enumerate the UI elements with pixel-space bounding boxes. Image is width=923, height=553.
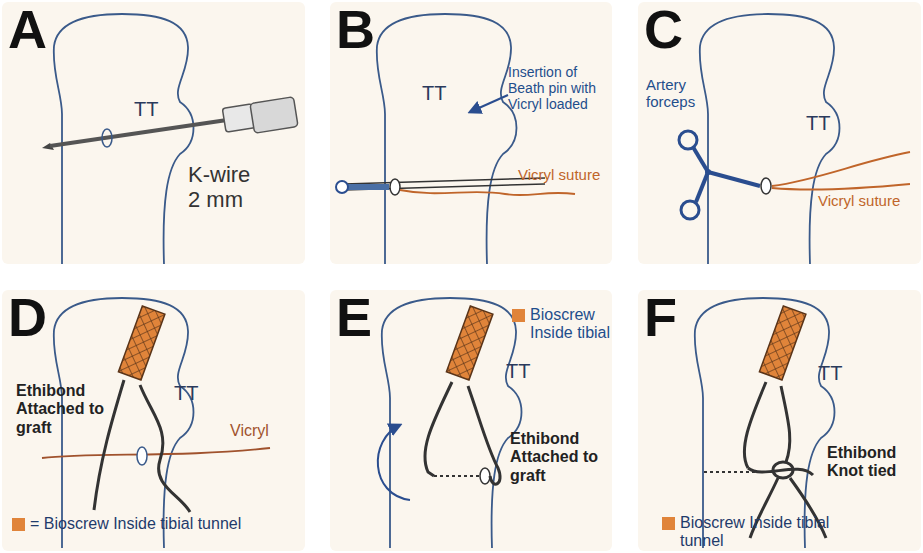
vicryl-suture <box>42 448 270 458</box>
text-slot: TT <box>134 98 158 121</box>
suture-label: Vicryl suture <box>518 166 600 183</box>
panel-ground <box>638 290 921 551</box>
vicryl-suture <box>400 190 575 195</box>
panel-letter: C <box>644 2 683 56</box>
step-note: Insertion of Beath pin with Vicryl loade… <box>508 64 608 112</box>
text-slot: K-wire 2 mm <box>188 162 260 213</box>
pointer-arrow <box>470 95 508 112</box>
region-label: TT <box>174 382 198 405</box>
suture-label: Vicryl suture <box>818 192 900 209</box>
step-panel: D Ethibond Attached to graft TT Vicryl <box>2 290 305 551</box>
region-label: TT <box>422 82 446 105</box>
legend-entry: = Bioscrew Inside tibial tunnel <box>12 515 241 533</box>
panel-ground <box>330 290 612 551</box>
step-panel: F TT Ethibond Knot tied <box>638 290 921 551</box>
ethibond-suture <box>468 386 500 484</box>
suture-label: Ethibond Attached to graft <box>16 382 111 437</box>
legend-entry: Bioscrew Inside tibial tunnel <box>662 514 852 551</box>
tibia-outline <box>54 298 194 548</box>
region-label: TT <box>806 112 830 135</box>
legend-text: Bioscrew Inside tibial <box>530 306 612 343</box>
vicryl-suture <box>772 184 910 190</box>
text-slot: B <box>336 2 375 56</box>
direction-arrow <box>378 425 410 500</box>
step-panel: A TT K-wire 2 mm <box>2 2 305 264</box>
region-label: TT <box>134 98 158 121</box>
panel-ground <box>330 2 612 264</box>
vicryl-suture <box>772 152 910 186</box>
text-slot: Artery forceps <box>646 76 716 111</box>
tibia-outline <box>377 14 517 264</box>
text-slot: Ethibond Attached to graft <box>510 430 608 485</box>
artery-forceps <box>679 131 760 219</box>
step-panel: B TT Insertion of Beath pin with Vicryl lo… <box>330 2 612 264</box>
text-slot: Vicryl suture <box>818 192 900 209</box>
text-slot: Vicryl suture <box>518 166 600 183</box>
ethibond-suture <box>781 386 790 462</box>
tibia-outline <box>700 14 840 264</box>
legend-swatch <box>512 309 525 322</box>
tibia-outline <box>382 298 522 548</box>
panel-letter: D <box>8 290 47 344</box>
panel-letter: F <box>644 290 677 344</box>
bioscrew <box>759 306 805 380</box>
text-slot: D <box>8 290 47 344</box>
tunnel-hole <box>137 447 147 465</box>
tunnel-hole <box>480 468 490 484</box>
suture-label: Ethibond Knot tied <box>827 444 917 481</box>
legend-swatch <box>662 517 675 530</box>
panel-letter: A <box>8 2 47 56</box>
suture-label: Ethibond Attached to graft <box>510 430 608 485</box>
ethibond-suture <box>140 385 190 512</box>
text-slot: Ethibond Attached to graft <box>16 382 111 437</box>
text-slot: TT <box>506 360 530 383</box>
text-slot: E <box>336 290 372 344</box>
tibia-outline <box>54 14 194 264</box>
region-label: TT <box>818 362 842 385</box>
text-slot: C <box>644 2 683 56</box>
instrument-label: K-wire 2 mm <box>188 162 260 213</box>
legend-entry: Bioscrew Inside tibial <box>512 306 612 343</box>
panel-ground <box>638 2 921 264</box>
k-wire-drill <box>42 97 298 150</box>
legend-text: = Bioscrew Inside tibial tunnel <box>30 515 241 533</box>
text-slot: F <box>644 290 677 344</box>
text-slot: TT <box>422 82 446 105</box>
legend-swatch <box>12 518 25 531</box>
instrument-label: Artery forceps <box>646 76 716 111</box>
bioscrew <box>118 306 164 380</box>
text-slot: TT <box>806 112 830 135</box>
step-panel: C Artery forcepsTT Vicryl suture <box>638 2 921 264</box>
ethibond-suture <box>94 380 124 510</box>
ethibond-suture <box>744 382 766 468</box>
region-label: TT <box>506 360 530 383</box>
text-slot: Vicryl <box>230 422 269 440</box>
panel-letter: B <box>336 2 375 56</box>
panel-ground <box>2 2 305 264</box>
text-slot: Insertion of Beath pin with Vicryl loade… <box>508 64 608 112</box>
text-slot: A <box>8 2 47 56</box>
text-slot: Ethibond Knot tied <box>827 444 917 481</box>
panel-letter: E <box>336 290 372 344</box>
text-slot: TT <box>818 362 842 385</box>
legend-text: Bioscrew Inside tibial tunnel <box>680 514 852 551</box>
bioscrew <box>446 306 492 380</box>
tunnel-hole <box>761 178 771 194</box>
text-slot: TT <box>174 382 198 405</box>
ethibond-through-tunnel <box>434 475 480 477</box>
suture-label: Vicryl <box>230 422 269 440</box>
ethibond-suture <box>425 382 452 476</box>
tibia-outline <box>695 298 835 548</box>
panel-ground <box>2 290 305 551</box>
